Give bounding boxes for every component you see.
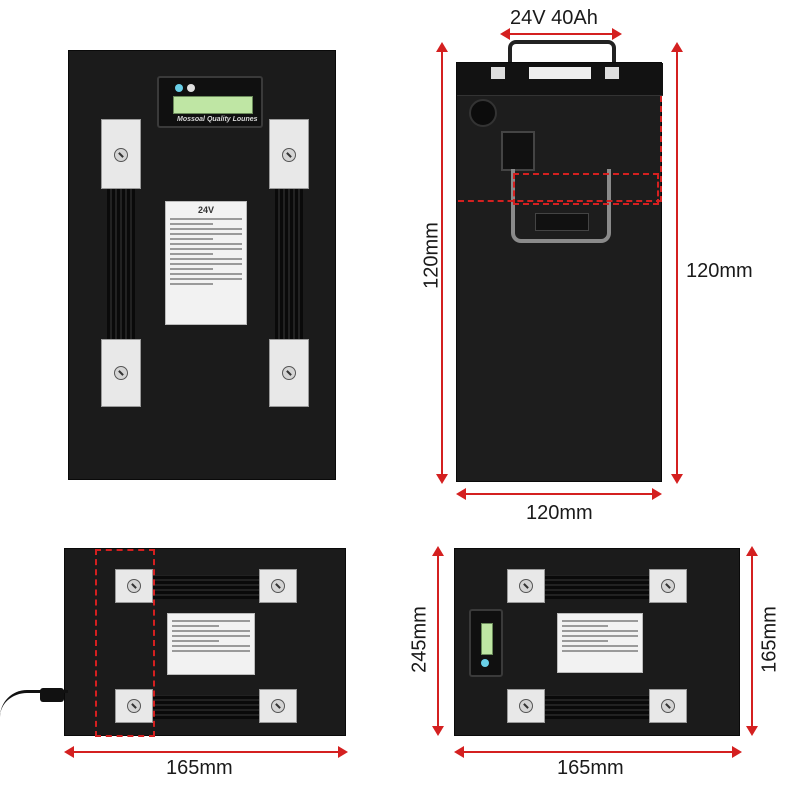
screw-icon [271, 699, 285, 713]
screw-icon [519, 579, 533, 593]
battery-side-view-left [64, 548, 346, 737]
bottom-right-height-label: 245mm [408, 606, 431, 673]
handle-bracket [259, 689, 297, 723]
highlight-box [458, 96, 662, 202]
handle-mount-right [605, 67, 619, 79]
spec-label-sticker [557, 613, 643, 673]
usb-port-panel [535, 213, 589, 231]
carry-handle [508, 40, 616, 70]
bottom-left-width-line [68, 751, 344, 753]
handle-bracket [115, 689, 153, 723]
power-cable [0, 690, 68, 717]
arrow-icon [746, 546, 758, 556]
handle-bracket-top-left [101, 119, 141, 189]
spec-label-sticker [167, 613, 255, 675]
battery-front-view [456, 62, 663, 482]
highlight-box [95, 549, 155, 737]
spec-label: 24V 40Ah [510, 7, 598, 29]
front-height-line-right [676, 48, 678, 480]
bottom-right-depth-label: 165mm [758, 606, 781, 673]
handle-strap-bottom [153, 695, 259, 719]
screw-icon [282, 148, 296, 162]
front-height-line-left [441, 48, 443, 480]
screw-icon [127, 699, 141, 713]
arrow-icon [500, 28, 510, 40]
handle-strap-top [153, 575, 259, 599]
handle-bracket [507, 569, 545, 603]
spec-label-sticker: 24V [165, 201, 247, 325]
arrow-icon [652, 488, 662, 500]
screw-icon [661, 579, 675, 593]
handle-strap-left [107, 189, 135, 339]
handle-bracket [115, 569, 153, 603]
handle-width-line [505, 33, 617, 35]
bottom-right-width-line [458, 751, 738, 753]
handle-strap-right [275, 189, 303, 339]
handle-bracket [507, 689, 545, 723]
arrow-icon [338, 746, 348, 758]
handle-bracket-bottom-right [269, 339, 309, 407]
battery-side-view-right [454, 548, 740, 736]
front-height-label: 120mm [420, 222, 443, 289]
front-height-label-right: 120mm [686, 260, 753, 282]
screw-icon [114, 366, 128, 380]
arrow-icon [64, 746, 74, 758]
front-width-line [460, 493, 658, 495]
label-voltage: 24V [197, 205, 214, 215]
handle-bracket [649, 569, 687, 603]
lcd-button-icon [175, 84, 183, 92]
lcd-display-unit: Mossoal Quality Lounes [157, 76, 263, 128]
handle-mount-left [491, 67, 505, 79]
bottom-left-width-label: 165mm [166, 757, 233, 779]
lcd-brand-text: Mossoal Quality Lounes [177, 116, 258, 123]
arrow-icon [732, 746, 742, 758]
highlight-box [513, 173, 659, 205]
screw-icon [114, 148, 128, 162]
arrow-icon [671, 474, 683, 484]
screw-icon [661, 699, 675, 713]
top-label-sticker [529, 67, 591, 79]
lcd-indicator-icon [187, 84, 195, 92]
lcd-screen [173, 96, 253, 114]
lcd-screen [481, 623, 493, 655]
handle-strap-top [545, 575, 649, 599]
cable-plug-icon [40, 688, 64, 702]
handle-bracket [649, 689, 687, 723]
arrow-icon [612, 28, 622, 40]
handle-strap-bottom [545, 695, 649, 719]
handle-bracket-bottom-left [101, 339, 141, 407]
arrow-icon [432, 546, 444, 556]
bottom-right-height-line [437, 552, 439, 732]
handle-bracket [259, 569, 297, 603]
handle-bracket-top-right [269, 119, 309, 189]
arrow-icon [454, 746, 464, 758]
arrow-icon [436, 42, 448, 52]
screw-icon [127, 579, 141, 593]
front-width-label: 120mm [526, 502, 593, 524]
screw-icon [519, 699, 533, 713]
arrow-icon [671, 42, 683, 52]
arrow-icon [456, 488, 466, 500]
battery-top-view: Mossoal Quality Lounes 24V [68, 50, 336, 480]
screw-icon [282, 366, 296, 380]
arrow-icon [746, 726, 758, 736]
charge-cable [511, 169, 611, 243]
arrow-icon [436, 474, 448, 484]
lcd-display-unit [469, 609, 503, 677]
bottom-right-width-label: 165mm [557, 757, 624, 779]
screw-icon [271, 579, 285, 593]
lcd-button-icon [481, 659, 489, 667]
power-socket-icon [469, 99, 497, 127]
arrow-icon [432, 726, 444, 736]
bottom-right-depth-line [751, 552, 753, 732]
